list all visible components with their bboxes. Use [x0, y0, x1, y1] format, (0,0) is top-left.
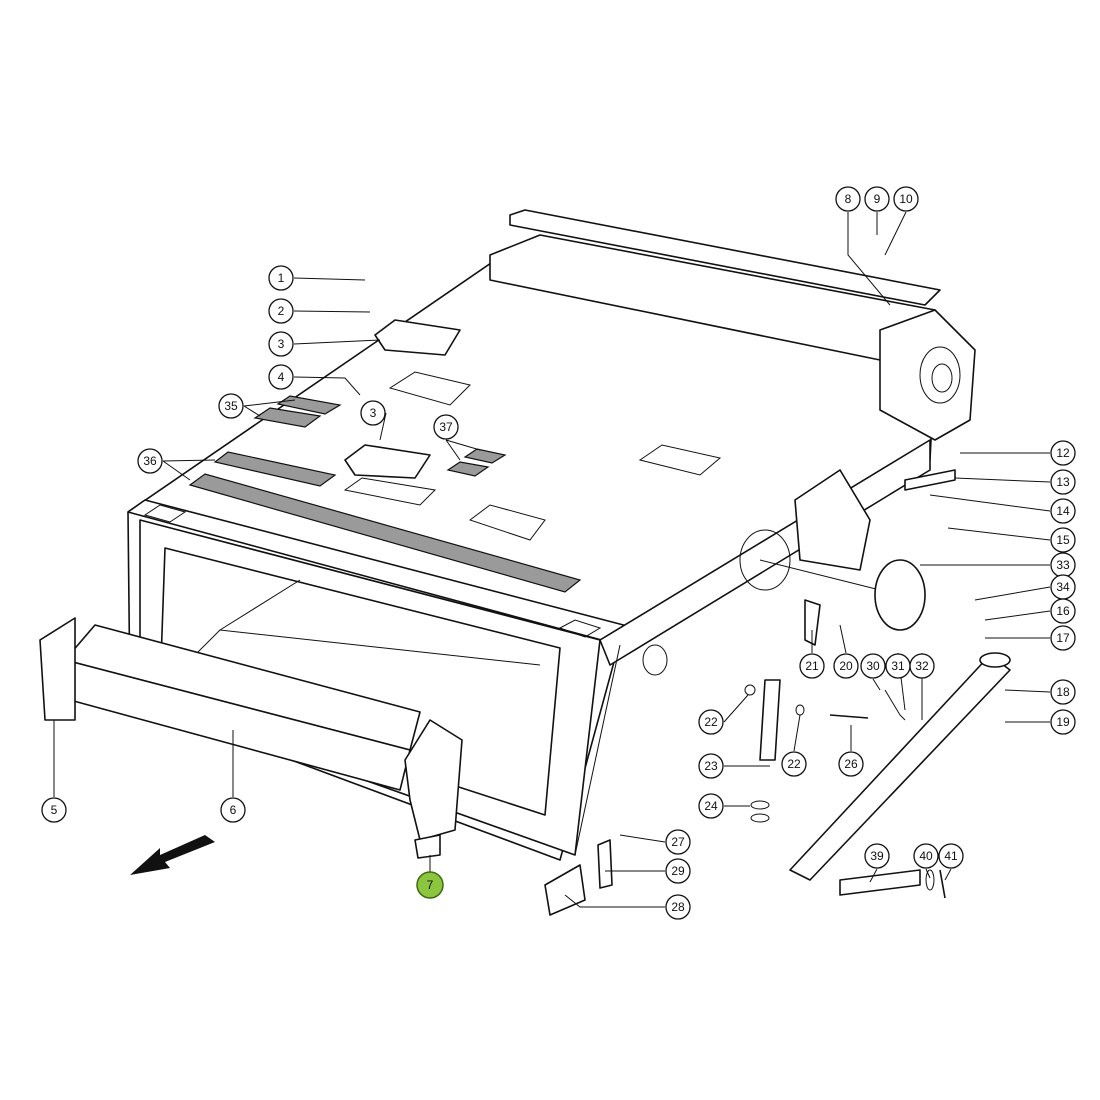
callout-label: 14 [1056, 504, 1070, 518]
side-parts [544, 469, 1011, 916]
callout-label: 13 [1056, 475, 1070, 489]
callout-13[interactable]: 13 [1050, 469, 1076, 495]
callout-34[interactable]: 34 [1050, 574, 1076, 600]
callout-label: 10 [899, 192, 913, 206]
callout-label: 30 [866, 659, 880, 673]
callout-40[interactable]: 40 [913, 843, 939, 869]
callouts: 1 2 3 4 35 36 3 37 8 9 10 12 13 14 15 33… [41, 186, 1076, 920]
callout-4[interactable]: 4 [268, 364, 294, 390]
leader-lines [53, 211, 1051, 908]
callout-label: 8 [845, 192, 852, 206]
callout-22[interactable]: 22 [698, 709, 724, 735]
callout-15[interactable]: 15 [1050, 527, 1076, 553]
callout-label: 21 [805, 659, 819, 673]
callout-label: 3 [278, 337, 285, 351]
top-beam [489, 209, 976, 441]
callout-label: 32 [915, 659, 929, 673]
callout-2[interactable]: 2 [268, 298, 294, 324]
callout-35[interactable]: 35 [218, 393, 244, 419]
callout-label: 36 [143, 454, 157, 468]
callout-label: 7 [427, 878, 434, 892]
callout-label: 12 [1056, 446, 1070, 460]
callout-label: 18 [1056, 685, 1070, 699]
callout-label: 39 [870, 849, 884, 863]
callout-label: 22 [787, 757, 801, 771]
callout-33[interactable]: 33 [1050, 552, 1076, 578]
callout-label: 40 [919, 849, 933, 863]
callout-27[interactable]: 27 [665, 829, 691, 855]
callout-23[interactable]: 23 [698, 753, 724, 779]
callout-16[interactable]: 16 [1050, 598, 1076, 624]
callout-8[interactable]: 8 [835, 186, 861, 212]
callout-36[interactable]: 36 [137, 448, 163, 474]
callout-label: 19 [1056, 715, 1070, 729]
callout-30[interactable]: 30 [860, 653, 886, 679]
callout-29[interactable]: 29 [665, 858, 691, 884]
callout-label: 22 [704, 715, 718, 729]
callout-17[interactable]: 17 [1050, 625, 1076, 651]
callout-label: 17 [1056, 631, 1070, 645]
callout-label: 26 [844, 757, 858, 771]
callout-10[interactable]: 10 [893, 186, 919, 212]
callout-label: 20 [839, 659, 853, 673]
callout-12[interactable]: 12 [1050, 440, 1076, 466]
callout-label: 5 [51, 803, 58, 817]
callout-37[interactable]: 37 [433, 414, 459, 440]
callout-label: 41 [944, 849, 958, 863]
callout-label: 4 [278, 370, 285, 384]
callout-label: 28 [671, 900, 685, 914]
callout-28[interactable]: 28 [665, 894, 691, 920]
callout-9[interactable]: 9 [864, 186, 890, 212]
callout-14[interactable]: 14 [1050, 498, 1076, 524]
callout-26[interactable]: 26 [838, 751, 864, 777]
callout-label: 31 [891, 659, 905, 673]
callout-label: 9 [874, 192, 881, 206]
callout-32[interactable]: 32 [909, 653, 935, 679]
callout-label: 24 [704, 799, 718, 813]
callout-label: 27 [671, 835, 685, 849]
callout-20[interactable]: 20 [833, 653, 859, 679]
callout-label: 23 [704, 759, 718, 773]
callout-41[interactable]: 41 [938, 843, 964, 869]
callout-label: 35 [224, 399, 238, 413]
callout-39[interactable]: 39 [864, 843, 890, 869]
callout-5[interactable]: 5 [41, 797, 67, 823]
callout-19[interactable]: 19 [1050, 709, 1076, 735]
callout-3-b[interactable]: 3 [360, 400, 386, 426]
callout-7-selected[interactable]: 7 [416, 871, 444, 899]
callout-label: 34 [1056, 580, 1070, 594]
callout-22-b[interactable]: 22 [781, 751, 807, 777]
callout-21[interactable]: 21 [799, 653, 825, 679]
callout-label: 15 [1056, 533, 1070, 547]
callout-label: 33 [1056, 558, 1070, 572]
callout-label: 1 [278, 271, 285, 285]
callout-label: 16 [1056, 604, 1070, 618]
callout-label: 2 [278, 304, 285, 318]
callout-label: 37 [439, 420, 453, 434]
callout-6[interactable]: 6 [220, 797, 246, 823]
callout-label: 6 [230, 803, 237, 817]
callout-1[interactable]: 1 [268, 265, 294, 291]
callout-label: 29 [671, 864, 685, 878]
callout-24[interactable]: 24 [698, 793, 724, 819]
front-beam [39, 617, 463, 859]
callout-18[interactable]: 18 [1050, 679, 1076, 705]
callout-label: 3 [370, 406, 377, 420]
direction-arrow [130, 835, 215, 875]
callout-3[interactable]: 3 [268, 331, 294, 357]
callout-31[interactable]: 31 [885, 653, 911, 679]
